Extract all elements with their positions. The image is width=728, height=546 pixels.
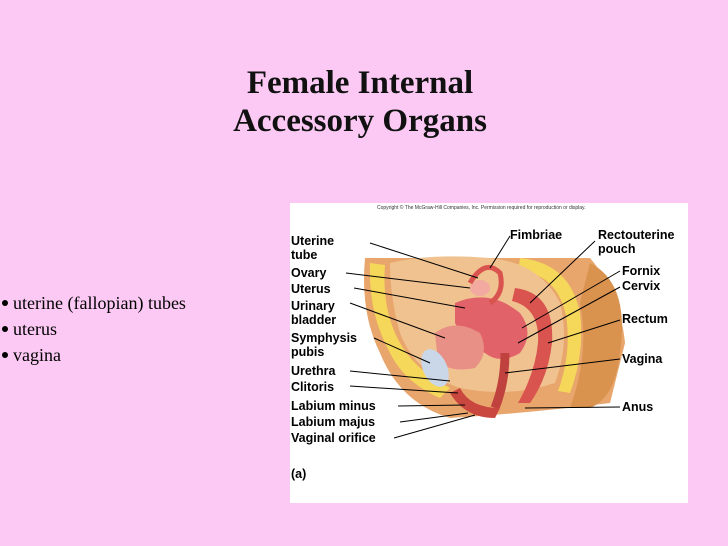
label-panel: (a) bbox=[291, 467, 307, 481]
label-anus: Anus bbox=[622, 400, 654, 414]
bullet-dot-icon bbox=[2, 299, 8, 306]
slide-title-line1: Female Internal bbox=[246, 65, 474, 101]
label-clitoris: Clitoris bbox=[291, 380, 335, 394]
label-uterus: Uterus bbox=[291, 282, 331, 296]
label-labium-minus: Labium minus bbox=[291, 399, 376, 413]
pubic-bone-shape bbox=[421, 349, 449, 387]
label-rectouterine-pouch-2: pouch bbox=[598, 242, 636, 256]
label-urinary-bladder-1: Urinary bbox=[291, 299, 335, 313]
bladder-shape bbox=[435, 325, 484, 370]
fat-layer-back bbox=[518, 258, 582, 393]
ovary-shape bbox=[470, 280, 490, 296]
label-symphysis-pubis-1: Symphysis bbox=[291, 331, 358, 345]
copyright-notice: Copyright © The McGraw-Hill Companies, I… bbox=[377, 205, 586, 211]
label-labium-majus: Labium majus bbox=[291, 415, 376, 429]
bullet-text: uterus bbox=[13, 319, 57, 339]
labia-shape bbox=[450, 388, 500, 418]
label-symphysis-pubis-2: pubis bbox=[291, 345, 325, 359]
anatomy-illustration bbox=[345, 235, 625, 439]
label-ovary: Ovary bbox=[291, 266, 327, 280]
bullet-list: uterine (fallopian) tubes uterus vagina bbox=[2, 290, 282, 368]
bullet-item: uterus bbox=[2, 316, 282, 342]
label-vaginal-orifice: Vaginal orifice bbox=[291, 431, 376, 445]
bullet-text: vagina bbox=[13, 345, 61, 365]
label-vagina: Vagina bbox=[622, 352, 663, 366]
anatomy-figure: Copyright © The McGraw-Hill Companies, I… bbox=[290, 203, 688, 503]
label-rectum: Rectum bbox=[622, 312, 668, 326]
slide-title: Female Internal Accessory Organs bbox=[150, 64, 570, 140]
bullet-text: uterine (fallopian) tubes bbox=[13, 293, 186, 313]
label-fornix: Fornix bbox=[622, 264, 661, 278]
bullet-dot-icon bbox=[2, 351, 8, 358]
uterine-tube-shape bbox=[467, 264, 504, 306]
label-uterine-tube-1: Uterine bbox=[291, 234, 335, 248]
bullet-dot-icon bbox=[2, 325, 8, 332]
label-urethra: Urethra bbox=[291, 364, 336, 378]
label-cervix: Cervix bbox=[622, 279, 661, 293]
buttock-shape bbox=[570, 263, 622, 408]
bullet-item: vagina bbox=[2, 342, 282, 368]
label-uterine-tube-2: tube bbox=[291, 248, 318, 262]
label-urinary-bladder-2: bladder bbox=[291, 313, 337, 327]
slide-title-line2: Accessory Organs bbox=[233, 103, 487, 139]
label-fimbriae: Fimbriae bbox=[510, 228, 563, 242]
label-rectouterine-pouch-1: Rectouterine bbox=[598, 228, 675, 242]
vagina-shape bbox=[490, 352, 510, 410]
bullet-item: uterine (fallopian) tubes bbox=[2, 290, 282, 316]
leader-lines bbox=[345, 235, 621, 439]
